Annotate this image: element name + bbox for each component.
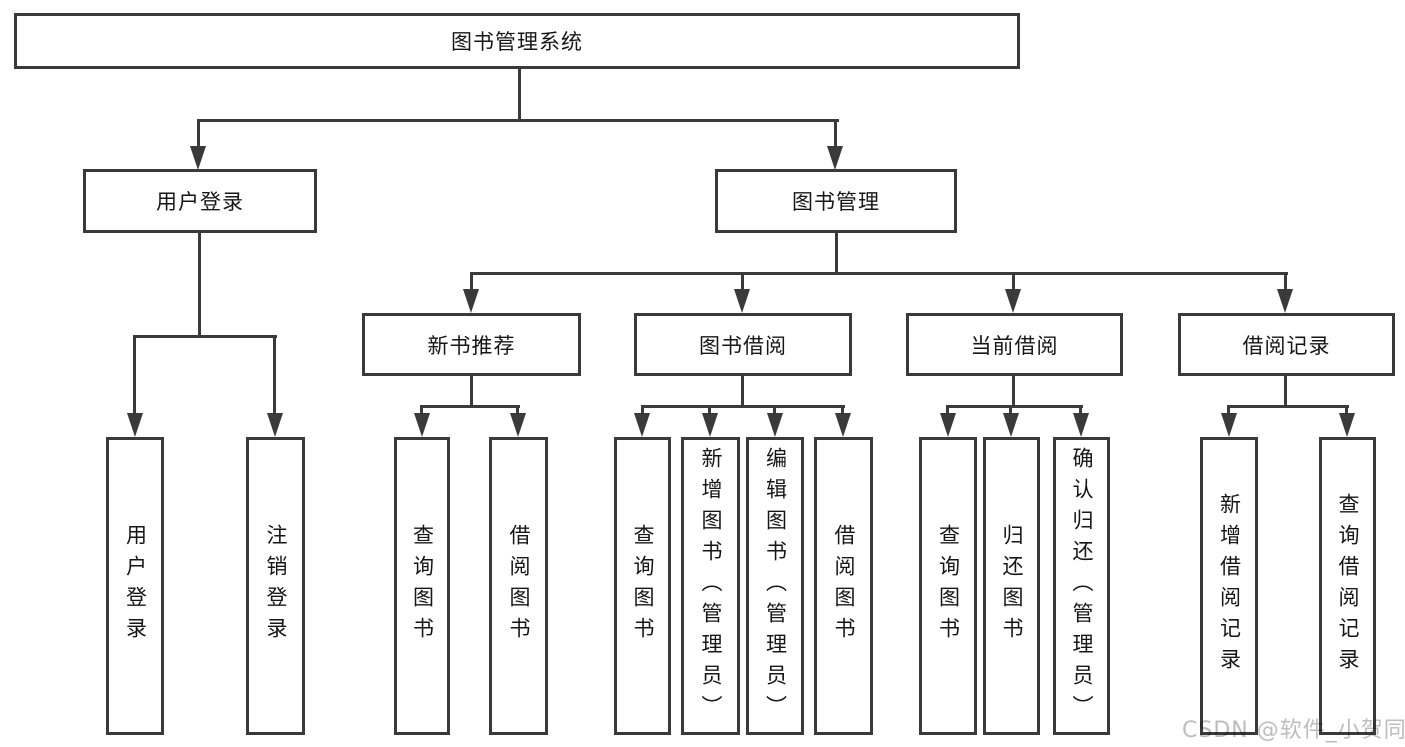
connector-vline	[773, 405, 776, 416]
node-leaf-logout: 注销登录	[246, 437, 305, 735]
connector-vline	[1012, 272, 1015, 292]
node-leaf-add-book-admin-label: 新增图书（管理员）	[699, 446, 723, 726]
node-leaf-borrow-books-recommend: 借阅图书	[489, 437, 548, 735]
connector-hline	[421, 405, 520, 408]
connector-hline	[470, 272, 1288, 275]
node-leaf-return-books-label: 归还图书	[1000, 524, 1024, 648]
node-leaf-edit-book-admin: 编辑图书（管理员）	[746, 437, 804, 735]
arrow-down-icon	[190, 146, 206, 170]
node-leaf-borrow-books-label: 借阅图书	[832, 524, 856, 648]
connector-vline	[420, 405, 423, 416]
arrow-down-icon	[1005, 289, 1021, 313]
node-leaf-query-books-current-label: 查询图书	[936, 524, 961, 648]
node-user-login-label: 用户登录	[156, 190, 244, 214]
node-leaf-add-borrow-record: 新增借阅记录	[1200, 437, 1258, 735]
node-leaf-query-books-borrowing: 查询图书	[614, 437, 671, 735]
connector-vline	[1284, 272, 1287, 292]
connector-vline	[273, 335, 276, 415]
node-leaf-borrow-books-recommend-label: 借阅图书	[507, 524, 531, 648]
connector-hline	[641, 405, 845, 408]
connector-hline	[946, 405, 1083, 408]
node-root-label: 图书管理系统	[451, 30, 583, 54]
node-book-borrowing-label: 图书借阅	[699, 333, 787, 358]
node-leaf-add-borrow-record-label: 新增借阅记录	[1217, 493, 1242, 679]
arrow-down-icon	[702, 413, 718, 437]
connector-vline	[741, 272, 744, 292]
connector-vline	[708, 405, 711, 416]
arrow-down-icon	[414, 413, 430, 437]
node-borrowing-records: 借阅记录	[1178, 313, 1395, 376]
connector-vline	[1345, 405, 1348, 416]
connector-vline	[470, 272, 473, 292]
arrow-down-icon	[1339, 413, 1355, 437]
connector-hline	[134, 335, 277, 338]
node-leaf-borrow-books: 借阅图书	[814, 437, 873, 735]
connector-hline	[197, 119, 839, 122]
arrow-down-icon	[827, 146, 843, 170]
node-leaf-confirm-return-admin: 确认归还（管理员）	[1053, 437, 1110, 735]
node-user-login: 用户登录	[83, 169, 317, 233]
arrow-down-icon	[267, 413, 283, 437]
connector-vline	[198, 232, 201, 337]
connector-vline	[1079, 405, 1082, 416]
arrow-down-icon	[634, 413, 650, 437]
node-leaf-query-books-current: 查询图书	[919, 437, 977, 735]
node-current-borrowing: 当前借阅	[906, 313, 1123, 376]
node-borrowing-records-label: 借阅记录	[1242, 333, 1331, 358]
node-root: 图书管理系统	[14, 13, 1020, 69]
node-book-borrowing: 图书借阅	[634, 313, 852, 376]
node-leaf-query-books-recommend: 查询图书	[394, 437, 450, 735]
connector-vline	[516, 405, 519, 416]
arrow-down-icon	[463, 289, 479, 313]
arrow-down-icon	[1003, 413, 1019, 437]
arrow-down-icon	[1221, 413, 1237, 437]
connector-vline	[641, 405, 644, 416]
node-leaf-edit-book-admin-label: 编辑图书（管理员）	[763, 446, 788, 726]
arrow-down-icon	[767, 413, 783, 437]
node-new-book-recommend: 新书推荐	[362, 313, 581, 376]
connector-vline	[470, 375, 473, 407]
arrow-down-icon	[510, 413, 526, 437]
node-leaf-query-books-recommend-label: 查询图书	[410, 524, 435, 648]
arrow-down-icon	[127, 413, 143, 437]
connector-vline	[133, 335, 136, 415]
connector-vline	[835, 232, 838, 274]
connector-vline	[834, 119, 837, 149]
node-new-book-recommend-label: 新书推荐	[427, 333, 516, 358]
connector-vline	[1227, 405, 1230, 416]
connector-vline	[946, 405, 949, 416]
arrow-down-icon	[835, 413, 851, 437]
node-leaf-query-borrow-record: 查询借阅记录	[1319, 437, 1376, 735]
node-leaf-confirm-return-admin-label: 确认归还（管理员）	[1070, 446, 1094, 726]
node-current-borrowing-label: 当前借阅	[970, 333, 1059, 358]
connector-hline	[1227, 405, 1349, 408]
node-leaf-add-book-admin: 新增图书（管理员）	[681, 437, 740, 735]
connector-vline	[1012, 375, 1015, 407]
connector-vline	[1284, 375, 1287, 407]
arrow-down-icon	[1073, 413, 1089, 437]
node-leaf-logout-label: 注销登录	[264, 524, 288, 648]
node-leaf-user-login-label: 用户登录	[123, 524, 148, 648]
connector-vline	[741, 375, 744, 407]
arrow-down-icon	[940, 413, 956, 437]
node-book-management-label: 图书管理	[792, 190, 880, 214]
connector-vline	[518, 69, 521, 121]
connector-vline	[841, 405, 844, 416]
connector-vline	[197, 119, 200, 149]
node-leaf-return-books: 归还图书	[983, 437, 1040, 735]
watermark: CSDN @软件_小贺同学	[1182, 718, 1405, 743]
node-leaf-user-login: 用户登录	[106, 437, 164, 735]
arrow-down-icon	[734, 289, 750, 313]
node-leaf-query-books-borrowing-label: 查询图书	[631, 524, 655, 648]
node-leaf-query-borrow-record-label: 查询借阅记录	[1336, 493, 1360, 679]
arrow-down-icon	[1277, 289, 1293, 313]
node-book-management: 图书管理	[715, 169, 957, 233]
connector-vline	[1009, 405, 1012, 416]
